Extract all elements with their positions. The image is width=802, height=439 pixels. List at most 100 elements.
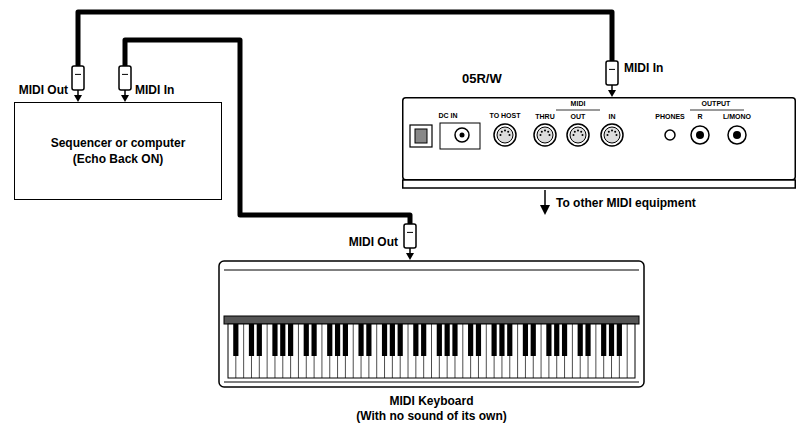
din-pin: [577, 130, 579, 132]
din-jack: [567, 124, 589, 146]
black-key: [531, 324, 536, 356]
key-divider: [431, 324, 432, 378]
panel-label: THRU: [535, 113, 554, 121]
keyboard-body: [219, 261, 644, 387]
din-pin: [607, 134, 609, 136]
keyboard-title: (With no sound of its own): [218, 409, 645, 424]
black-key: [578, 324, 583, 356]
din-jack-inner: [497, 127, 513, 143]
key-divider: [486, 324, 487, 378]
black-key: [413, 324, 418, 356]
black-key: [452, 324, 457, 356]
key-divider: [462, 324, 463, 378]
black-key: [358, 324, 363, 356]
plug-pin: [611, 85, 613, 90]
din-pin: [573, 134, 575, 136]
panel-base: [403, 180, 796, 188]
din-jack-inner: [537, 127, 553, 143]
black-key: [468, 324, 473, 356]
black-key: [554, 324, 559, 356]
plug-pin: [409, 248, 411, 253]
white-key-dividers: [236, 324, 627, 378]
din-pin: [608, 131, 610, 133]
keyboard-top-edge: [224, 270, 639, 271]
din-pin: [582, 134, 584, 136]
plug-pin: [124, 90, 126, 95]
midi-keyboard: MIDI Keyboard(With no sound of its own): [218, 260, 645, 388]
key-divider: [517, 324, 518, 378]
din-jack: [534, 124, 556, 146]
panel-label: TO HOST: [490, 112, 521, 120]
midi-plug: [119, 66, 131, 90]
thru-wire: [544, 190, 546, 206]
black-key: [546, 324, 551, 356]
key-divider: [376, 324, 377, 378]
din-pin: [574, 131, 576, 133]
midi-plug: [72, 66, 84, 90]
din-pin: [501, 131, 503, 133]
black-key: [335, 324, 340, 356]
din-jack: [601, 124, 623, 146]
din-pin: [540, 134, 542, 136]
din-jack-inner: [604, 127, 620, 143]
midi-plug: [404, 224, 416, 248]
black-key: [398, 324, 403, 356]
plug-pin: [77, 90, 79, 95]
keyboard-drawing: [218, 260, 645, 388]
din-pin: [547, 131, 549, 133]
destination-note: To other MIDI equipment: [556, 197, 696, 210]
din-jack-inner: [570, 127, 586, 143]
panel-label: PHONES: [655, 113, 685, 121]
black-key: [523, 324, 528, 356]
sound-module-panel: 05R/W: [402, 97, 796, 189]
keyboard-caption: MIDI Keyboard(With no sound of its own): [218, 394, 645, 424]
sequencer-box: Sequencer or computer(Echo Back ON): [14, 102, 222, 200]
key-divider: [408, 324, 409, 378]
output-jack-hole: [733, 131, 741, 139]
arrowhead: [608, 90, 616, 97]
keyboard-title: MIDI Keyboard: [218, 394, 645, 409]
black-key: [288, 324, 293, 356]
din-pin: [580, 131, 582, 133]
keyboard-bottom-edge: [224, 382, 639, 383]
panel-label: IN: [609, 113, 616, 121]
panel-label: OUTPUT: [702, 100, 731, 108]
key-bed: [228, 324, 635, 378]
panel-label: L/MONO: [723, 113, 751, 121]
phones-jack: [665, 130, 675, 140]
key-divider: [541, 324, 542, 378]
power-switch: [410, 125, 432, 147]
black-key: [257, 324, 262, 356]
key-divider: [627, 324, 628, 378]
black-key: [437, 324, 442, 356]
port-label: MIDI In: [135, 84, 174, 97]
black-key: [492, 324, 497, 356]
port-label: MIDI Out: [349, 236, 398, 249]
dc-jack-plate: [440, 123, 480, 149]
output-jack: [691, 126, 709, 144]
din-pin: [549, 134, 551, 136]
arrowhead: [406, 253, 414, 260]
black-key: [382, 324, 387, 356]
black-key: [499, 324, 504, 356]
plug-grip: [122, 74, 128, 75]
black-key: [601, 324, 606, 356]
dc-jack-pin: [460, 133, 465, 138]
plug-grip: [75, 74, 81, 75]
black-key: [421, 324, 426, 356]
black-key: [390, 324, 395, 356]
midi-cable-group: [72, 12, 618, 102]
black-key: [343, 324, 348, 356]
din-pin: [544, 130, 546, 132]
key-divider: [243, 324, 244, 378]
box-text: Sequencer or computer: [51, 135, 186, 151]
black-key: [327, 324, 332, 356]
black-key: [562, 324, 567, 356]
black-key: [445, 324, 450, 356]
box-text: (Echo Back ON): [73, 151, 164, 167]
black-keys: [233, 324, 622, 356]
panel-label: DC IN: [438, 112, 457, 120]
device-name: 05R/W: [462, 71, 502, 86]
black-key: [304, 324, 309, 356]
rear-panel-drawing: [402, 97, 796, 189]
